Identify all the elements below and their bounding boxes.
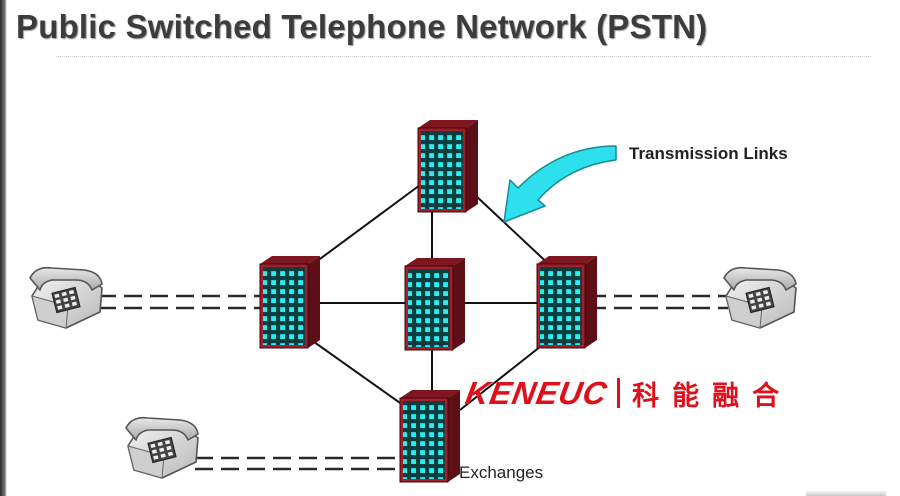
telephone-left-icon: [29, 266, 103, 329]
exchange-right: [536, 255, 598, 349]
link-top-right: [474, 194, 556, 271]
watermark-latin: KENEUC: [462, 374, 611, 411]
link-left-bottom: [299, 331, 411, 411]
slide-title: Public Switched Telephone Network (PSTN): [16, 8, 708, 45]
slide-corner-shadow: [806, 490, 886, 496]
exchange-top: [417, 119, 479, 213]
watermark-logo: KENEUC 科能融合: [462, 374, 793, 412]
telephone-right-icon: [723, 266, 797, 329]
curved-arrow-icon: [503, 145, 617, 223]
slide-left-edge: [0, 0, 7, 496]
watermark-divider: [617, 378, 621, 408]
transmission-links-label: Transmission Links: [629, 144, 788, 163]
exchanges-label: Exchanges: [459, 463, 544, 482]
link-top-left: [304, 184, 421, 271]
exchange-center: [404, 257, 466, 351]
subscriber-lines: [98, 294, 728, 471]
watermark-cjk: 科能融合: [632, 380, 793, 412]
telephone-bottom-icon: [125, 416, 199, 479]
title-underline: [56, 56, 871, 57]
exchange-left: [259, 255, 321, 349]
exchange-bottom: [399, 389, 461, 483]
